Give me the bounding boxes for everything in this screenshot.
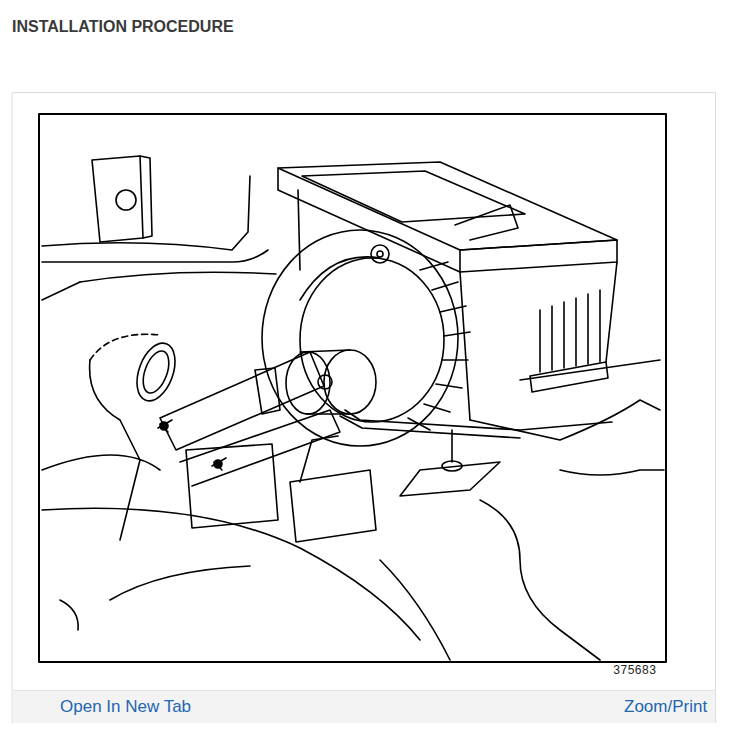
floor-panel: [42, 470, 664, 660]
blower-housing: [470, 400, 660, 440]
blower-housing: [460, 240, 617, 272]
panel-frame: [13, 93, 716, 723]
link-bar: Open In New Tab Zoom/Print: [13, 690, 715, 723]
blower-motor: [300, 350, 350, 414]
mounting-bracket: [160, 352, 324, 450]
dash-bracket: [140, 156, 152, 238]
figure-number: 375683: [613, 664, 656, 678]
access-hole: [90, 334, 160, 360]
dash-bracket: [42, 282, 80, 300]
blower-wheel: [408, 262, 470, 430]
dash-bracket: [42, 176, 250, 250]
dash-bracket: [42, 156, 276, 300]
blower-housing: [278, 162, 660, 440]
mounting-bracket: [160, 352, 376, 542]
blower-housing: [540, 290, 600, 372]
mounting-screw: [212, 458, 226, 470]
page-title: INSTALLATION PROCEDURE: [12, 18, 234, 36]
dash-bracket: [42, 250, 268, 262]
floor-panel: [560, 470, 664, 475]
mounting-bracket: [300, 436, 338, 482]
floor-panel: [60, 600, 78, 630]
access-hole: [138, 348, 174, 397]
floor-panel: [480, 500, 600, 660]
blower-wheel: [300, 258, 444, 422]
access-hole: [42, 455, 160, 470]
blower-motor: [286, 350, 376, 414]
mounting-bracket: [290, 470, 376, 542]
panel-frame: [39, 114, 666, 662]
blower-wheel: [300, 257, 380, 300]
blower-wheel: [262, 230, 458, 446]
mounting-bracket: [186, 444, 278, 528]
blower-housing: [298, 190, 300, 270]
blower-wheel: [262, 230, 470, 446]
open-tab-link: Open In New Tab: [60, 697, 191, 717]
blower-wheel: [377, 251, 383, 257]
blower-housing: [302, 171, 525, 222]
blower-housing: [460, 272, 470, 420]
mounting-screw: [160, 422, 168, 430]
motor-wiring: [345, 410, 612, 430]
floor-panel: [380, 560, 450, 660]
dash-bracket: [80, 272, 276, 282]
mounting-screw: [158, 420, 172, 432]
blower-housing: [520, 360, 660, 380]
dash-bracket: [116, 190, 136, 210]
motor-wiring: [340, 416, 520, 438]
zoom-print-link: Zoom/Print: [624, 697, 707, 717]
mounting-bracket: [255, 368, 280, 414]
mounting-screw: [214, 460, 222, 468]
mounting-screw: [158, 420, 226, 470]
motor-wiring: [400, 462, 500, 496]
panel-frame: [13, 93, 716, 723]
blower-housing: [278, 162, 617, 250]
floor-panel: [42, 508, 420, 640]
blower-housing: [455, 205, 518, 240]
motor-wiring: [340, 410, 612, 496]
access-hole: [130, 338, 182, 406]
floor-panel: [110, 566, 250, 600]
dash-bracket: [92, 156, 143, 242]
blower-housing: [606, 262, 617, 362]
access-hole: [90, 360, 140, 540]
blower-wheel: [371, 245, 389, 263]
motor-wiring: [451, 430, 453, 462]
